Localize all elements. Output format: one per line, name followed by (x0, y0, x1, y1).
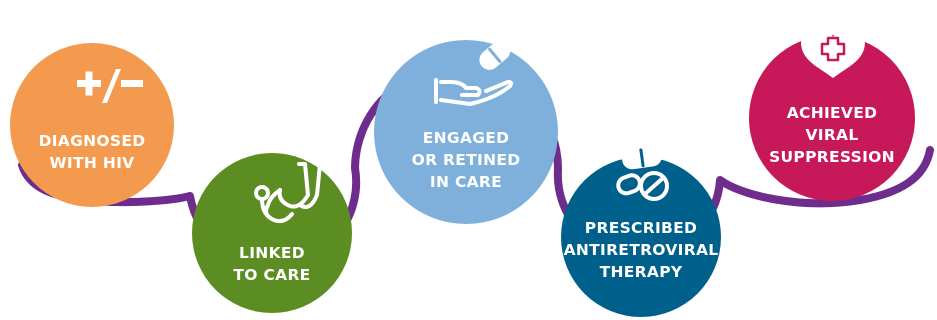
stage-label-line: ANTIRETROVIRAL (563, 241, 719, 259)
stage-label-line: SUPPRESSION (769, 148, 895, 166)
stage-circle-suppressed (749, 35, 915, 201)
stage-circle-diagnosed (10, 43, 174, 207)
stage-label-line: PRESCRIBED (584, 219, 698, 237)
stage-label-line: WITH HIV (49, 154, 135, 172)
stage-label-line: OR RETINED (411, 151, 521, 169)
stage-label-line: THERAPY (599, 263, 683, 281)
stage-label-linked: LINKED TO CARE (202, 242, 342, 286)
stage-label-line: LINKED (239, 244, 305, 262)
hand-pill-icon (434, 40, 514, 106)
stage-label-line: IN CARE (429, 173, 503, 191)
stage-label-line: ACHIEVED (786, 104, 878, 122)
stethoscope-icon (254, 162, 327, 224)
stage-label-line: ENGAGED (422, 129, 510, 147)
plus-minus-icon (77, 69, 143, 103)
stage-label-prescribed: PRESCRIBED ANTIRETROVIRAL THERAPY (561, 217, 721, 283)
heart-cross-icon (801, 26, 865, 78)
stage-label-suppressed: ACHIEVED VIRAL SUPPRESSION (757, 102, 907, 168)
pills-icon (616, 146, 669, 201)
stage-label-line: VIRAL (805, 126, 859, 144)
stage-circle-prescribed (561, 157, 721, 317)
stage-label-line: TO CARE (233, 266, 311, 284)
stage-label-engaged: ENGAGED OR RETINED IN CARE (396, 127, 536, 193)
stage-label-diagnosed: DIAGNOSED WITH HIV (22, 130, 162, 174)
stage-circle-linked (192, 153, 352, 313)
stage-label-line: DIAGNOSED (38, 132, 146, 150)
